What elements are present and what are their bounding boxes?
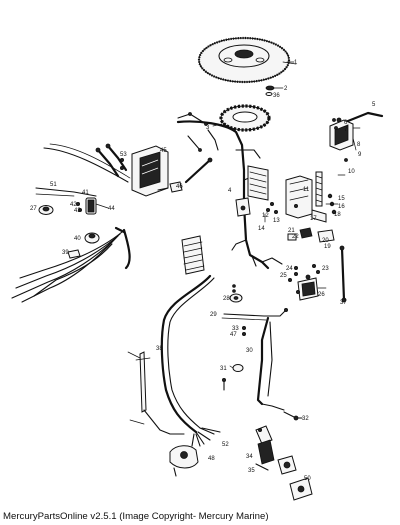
flywheel-nut[interactable]: [265, 85, 284, 96]
label-47: 47: [230, 332, 237, 338]
label-29: 29: [210, 312, 217, 318]
control-harness[interactable]: [160, 274, 221, 447]
label-25: 25: [280, 273, 287, 279]
label-31: 31: [220, 366, 227, 372]
part-number-labels: 1 2 36 3 4 5 6 7 8 9 10 11 12 13 14 15 1…: [30, 60, 376, 482]
label-38: 38: [156, 346, 163, 352]
label-46: 46: [176, 184, 183, 190]
cable-clamp[interactable]: [229, 364, 244, 372]
label-42: 42: [70, 202, 77, 208]
label-7: 7: [344, 127, 348, 133]
terminal-block[interactable]: [325, 193, 339, 215]
solenoid-hardware[interactable]: [287, 263, 320, 282]
ground-strap[interactable]: [129, 409, 185, 435]
label-20: 20: [322, 238, 329, 244]
label-13: 13: [273, 218, 280, 224]
cable-nut[interactable]: [241, 325, 246, 336]
label-28: 28: [223, 296, 230, 302]
label-43: 43: [74, 208, 81, 214]
label-30: 30: [246, 348, 253, 354]
label-53: 53: [120, 152, 127, 158]
label-19: 19: [324, 244, 331, 250]
label-14: 14: [258, 226, 265, 232]
battery-cable-rod[interactable]: [339, 245, 347, 303]
label-41: 41: [82, 190, 89, 196]
label-52: 52: [222, 442, 229, 448]
label-33: 33: [232, 326, 239, 332]
label-48: 48: [208, 456, 215, 462]
label-3: 3: [206, 125, 210, 131]
label-26: 26: [318, 292, 325, 298]
label-32: 32: [302, 416, 309, 422]
label-39: 39: [62, 250, 69, 256]
resistor-coil[interactable]: [311, 171, 327, 223]
mounting-plate[interactable]: [277, 455, 313, 501]
label-22: 22: [292, 234, 299, 240]
label-35: 35: [248, 468, 255, 474]
ignition-key-switch[interactable]: [255, 425, 275, 471]
label-2: 2: [284, 86, 288, 92]
leader-lines: [286, 61, 346, 176]
label-15: 15: [338, 196, 345, 202]
spark-plug-leads[interactable]: [11, 226, 131, 303]
label-44: 44: [108, 206, 115, 212]
battery-cable[interactable]: [256, 316, 285, 411]
label-11: 11: [303, 187, 310, 193]
lead-wire[interactable]: [221, 307, 288, 321]
rectifier[interactable]: [285, 175, 313, 219]
relay-block[interactable]: [287, 227, 335, 243]
label-50: 50: [304, 476, 311, 482]
coil-hardware[interactable]: [76, 201, 83, 212]
upper-leads[interactable]: [35, 143, 131, 197]
copyright-footer: MercuryPartsOnline v2.5.1 (Image Copyrig…: [3, 511, 269, 522]
label-21: 21: [288, 228, 295, 234]
label-16: 16: [338, 204, 345, 210]
label-27: 27: [30, 206, 37, 212]
lead-clip[interactable]: [67, 249, 81, 259]
label-40: 40: [74, 236, 81, 242]
bracket-screws[interactable]: [232, 284, 236, 293]
rubber-cap[interactable]: [38, 205, 54, 215]
remote-control-harness-plug[interactable]: [169, 445, 199, 477]
starter-solenoid[interactable]: [295, 274, 327, 301]
label-37: 37: [340, 300, 347, 306]
cable-terminal[interactable]: [283, 411, 303, 421]
label-17: 17: [310, 216, 317, 222]
harness-bracket[interactable]: [127, 351, 151, 413]
exploded-parts-diagram: 1 2 36 3 4 5 6 7 8 9 10 11 12 13 14 15 1…: [11, 36, 384, 501]
spark-boot[interactable]: [84, 232, 100, 244]
power-pack[interactable]: [120, 145, 169, 197]
label-36: 36: [273, 93, 280, 99]
clamp-screw[interactable]: [221, 377, 226, 391]
label-51: 51: [50, 182, 57, 188]
label-23: 23: [322, 266, 329, 272]
label-9: 9: [358, 152, 362, 158]
left-ignition-coil[interactable]: [85, 197, 109, 215]
connector-plug[interactable]: [157, 181, 183, 193]
label-12: 12: [262, 213, 269, 219]
label-4: 4: [228, 188, 232, 194]
switch-box[interactable]: [329, 117, 361, 151]
label-1: 1: [294, 60, 298, 66]
grommet[interactable]: [229, 293, 243, 303]
pack-lead[interactable]: [184, 157, 213, 184]
label-45: 45: [160, 148, 167, 154]
label-8: 8: [357, 142, 361, 148]
label-18: 18: [334, 212, 341, 218]
mounting-screws[interactable]: [264, 201, 278, 223]
flywheel[interactable]: [197, 36, 297, 84]
label-10: 10: [348, 169, 355, 175]
ignition-coils[interactable]: [235, 165, 269, 217]
label-24: 24: [286, 266, 293, 272]
harness-coil[interactable]: [181, 235, 205, 275]
label-6: 6: [344, 120, 348, 126]
switch-box-screws[interactable]: [332, 118, 348, 162]
label-34: 34: [246, 454, 253, 460]
label-5: 5: [372, 102, 376, 108]
